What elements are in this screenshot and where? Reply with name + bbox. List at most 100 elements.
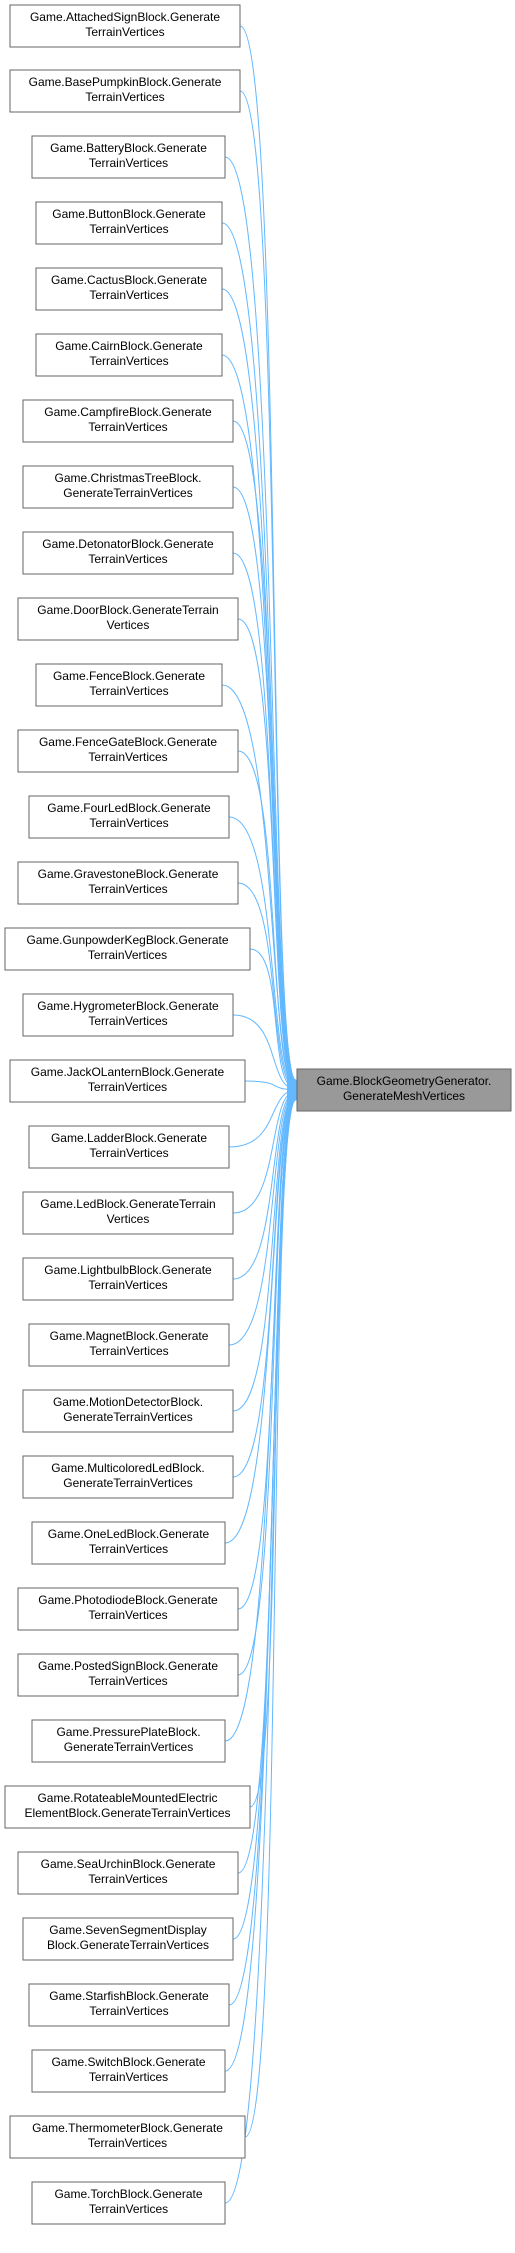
call-edge	[237, 750, 296, 1087]
call-edge	[239, 90, 296, 1081]
caller-node-line-2: ElementBlock.GenerateTerrainVertices	[24, 1806, 230, 1820]
caller-node-line-1: Game.LadderBlock.Generate	[51, 1131, 207, 1145]
caller-node-line-2: TerrainVertices	[88, 1080, 167, 1094]
caller-node-line-2: TerrainVertices	[88, 1872, 167, 1886]
caller-node[interactable]: Game.HygrometerBlock.GenerateTerrainVert…	[22, 993, 234, 1037]
caller-node[interactable]: Game.FourLedBlock.GenerateTerrainVertice…	[28, 795, 230, 839]
caller-node-box	[31, 1521, 226, 1565]
caller-node-box	[31, 135, 226, 179]
caller-node-box	[31, 2049, 226, 2093]
caller-node[interactable]: Game.StarfishBlock.GenerateTerrainVertic…	[28, 1983, 230, 2027]
caller-node-box	[4, 927, 251, 971]
caller-node-line-1: Game.GravestoneBlock.Generate	[38, 867, 219, 881]
caller-node[interactable]: Game.GravestoneBlock.GenerateTerrainVert…	[17, 861, 239, 905]
caller-node-line-2: TerrainVertices	[88, 948, 167, 962]
caller-node-line-2: GenerateTerrainVertices	[63, 486, 192, 500]
caller-node-line-2: TerrainVertices	[89, 816, 168, 830]
caller-node-line-1: Game.FenceBlock.Generate	[53, 669, 205, 683]
caller-node-line-1: Game.BatteryBlock.Generate	[50, 141, 207, 155]
caller-node[interactable]: Game.MulticoloredLedBlock.GenerateTerrai…	[22, 1455, 234, 1499]
caller-node[interactable]: Game.FenceGateBlock.GenerateTerrainVerti…	[17, 729, 239, 773]
caller-node-line-2: TerrainVertices	[89, 1344, 168, 1358]
caller-node-line-1: Game.TorchBlock.Generate	[54, 2187, 202, 2201]
caller-node[interactable]: Game.ThermometerBlock.GenerateTerrainVer…	[9, 2115, 246, 2159]
caller-nodes: Game.AttachedSignBlock.GenerateTerrainVe…	[4, 4, 251, 2225]
caller-node[interactable]: Game.GunpowderKegBlock.GenerateTerrainVe…	[4, 927, 251, 971]
caller-node[interactable]: Game.FenceBlock.GenerateTerrainVertices	[35, 663, 223, 707]
caller-node-line-1: Game.LedBlock.GenerateTerrain	[40, 1197, 215, 1211]
caller-node-box	[17, 597, 239, 641]
caller-node-box	[22, 1257, 234, 1301]
caller-node[interactable]: Game.AttachedSignBlock.GenerateTerrainVe…	[9, 4, 241, 48]
caller-node[interactable]: Game.LightbulbBlock.GenerateTerrainVerti…	[22, 1257, 234, 1301]
caller-node[interactable]: Game.PhotodiodeBlock.GenerateTerrainVert…	[17, 1587, 239, 1631]
call-edge	[232, 1093, 296, 1412]
caller-node[interactable]: Game.LedBlock.GenerateTerrainVertices	[22, 1191, 234, 1235]
target-node-line-1: Game.BlockGeometryGenerator.	[317, 1074, 492, 1088]
caller-node[interactable]: Game.JackOLanternBlock.GenerateTerrainVe…	[9, 1059, 246, 1103]
caller-node-line-1: Game.OneLedBlock.Generate	[48, 1527, 210, 1541]
caller-node-line-2: TerrainVertices	[89, 2202, 168, 2216]
caller-node-line-1: Game.CairnBlock.Generate	[55, 339, 203, 353]
caller-node[interactable]: Game.PostedSignBlock.GenerateTerrainVert…	[17, 1653, 239, 1697]
caller-node-line-2: TerrainVertices	[89, 2004, 168, 2018]
caller-node[interactable]: Game.LadderBlock.GenerateTerrainVertices	[28, 1125, 230, 1169]
caller-node-line-1: Game.SwitchBlock.Generate	[51, 2055, 205, 2069]
caller-node-line-1: Game.FourLedBlock.Generate	[47, 801, 211, 815]
call-edge	[224, 1094, 296, 1544]
caller-node-line-2: TerrainVertices	[89, 1146, 168, 1160]
caller-node[interactable]: Game.ButtonBlock.GenerateTerrainVertices	[35, 201, 223, 245]
call-edge	[239, 25, 296, 1080]
caller-node[interactable]: Game.RotateableMountedElectricElementBlo…	[4, 1785, 251, 1829]
caller-node-line-1: Game.SeaUrchinBlock.Generate	[41, 1857, 216, 1871]
caller-node-box	[9, 1059, 246, 1103]
caller-node[interactable]: Game.SwitchBlock.GenerateTerrainVertices	[31, 2049, 226, 2093]
caller-node-line-2: TerrainVertices	[88, 420, 167, 434]
caller-node[interactable]: Game.MagnetBlock.GenerateTerrainVertices	[28, 1323, 230, 1367]
caller-node[interactable]: Game.CairnBlock.GenerateTerrainVertices	[35, 333, 223, 377]
caller-node[interactable]: Game.CactusBlock.GenerateTerrainVertices	[35, 267, 223, 311]
caller-node[interactable]: Game.TorchBlock.GenerateTerrainVertices	[31, 2181, 226, 2225]
caller-node[interactable]: Game.OneLedBlock.GenerateTerrainVertices	[31, 1521, 226, 1565]
caller-node-box	[28, 1323, 230, 1367]
caller-node[interactable]: Game.PressurePlateBlock.GenerateTerrainV…	[31, 1719, 226, 1763]
call-edge	[232, 552, 296, 1085]
caller-node-line-2: TerrainVertices	[88, 1674, 167, 1688]
caller-node-box	[22, 1455, 234, 1499]
caller-node[interactable]: Game.BasePumpkinBlock.GenerateTerrainVer…	[9, 69, 241, 113]
caller-node[interactable]: Game.SevenSegmentDisplayBlock.GenerateTe…	[22, 1917, 234, 1961]
caller-node-box	[22, 465, 234, 509]
call-edge	[232, 420, 296, 1084]
caller-node-box	[9, 2115, 246, 2159]
caller-node-line-2: Block.GenerateTerrainVertices	[47, 1938, 209, 1952]
caller-node-line-2: TerrainVertices	[88, 882, 167, 896]
call-edge	[224, 1096, 296, 1742]
caller-node-line-1: Game.GunpowderKegBlock.Generate	[26, 933, 228, 947]
caller-node[interactable]: Game.SeaUrchinBlock.GenerateTerrainVerti…	[17, 1851, 239, 1895]
caller-node-line-2: TerrainVertices	[89, 684, 168, 698]
caller-node-line-2: Vertices	[107, 618, 150, 632]
caller-node-box	[17, 1653, 239, 1697]
caller-node-line-2: TerrainVertices	[85, 25, 164, 39]
caller-node-box	[31, 2181, 226, 2225]
caller-node-box	[17, 729, 239, 773]
caller-node[interactable]: Game.MotionDetectorBlock.GenerateTerrain…	[22, 1389, 234, 1433]
target-node-line-2: GenerateMeshVertices	[343, 1089, 465, 1103]
caller-node-line-1: Game.DetonatorBlock.Generate	[42, 537, 214, 551]
caller-node-line-1: Game.PressurePlateBlock.	[56, 1725, 200, 1739]
caller-node-line-1: Game.AttachedSignBlock.Generate	[30, 10, 220, 24]
caller-node-line-1: Game.FenceGateBlock.Generate	[39, 735, 217, 749]
caller-node-line-2: GenerateTerrainVertices	[64, 1740, 193, 1754]
caller-node-line-2: Vertices	[107, 1212, 150, 1226]
caller-node-box	[9, 4, 241, 48]
caller-node[interactable]: Game.CampfireBlock.GenerateTerrainVertic…	[22, 399, 234, 443]
target-node[interactable]: Game.BlockGeometryGenerator. GenerateMes…	[296, 1068, 512, 1112]
caller-node[interactable]: Game.DetonatorBlock.GenerateTerrainVerti…	[22, 531, 234, 575]
caller-node-box	[35, 333, 223, 377]
caller-node[interactable]: Game.BatteryBlock.GenerateTerrainVertice…	[31, 135, 226, 179]
caller-node[interactable]: Game.DoorBlock.GenerateTerrainVertices	[17, 597, 239, 641]
caller-node-box	[28, 795, 230, 839]
caller-node[interactable]: Game.ChristmasTreeBlock.GenerateTerrainV…	[22, 465, 234, 509]
caller-node-box	[31, 1719, 226, 1763]
